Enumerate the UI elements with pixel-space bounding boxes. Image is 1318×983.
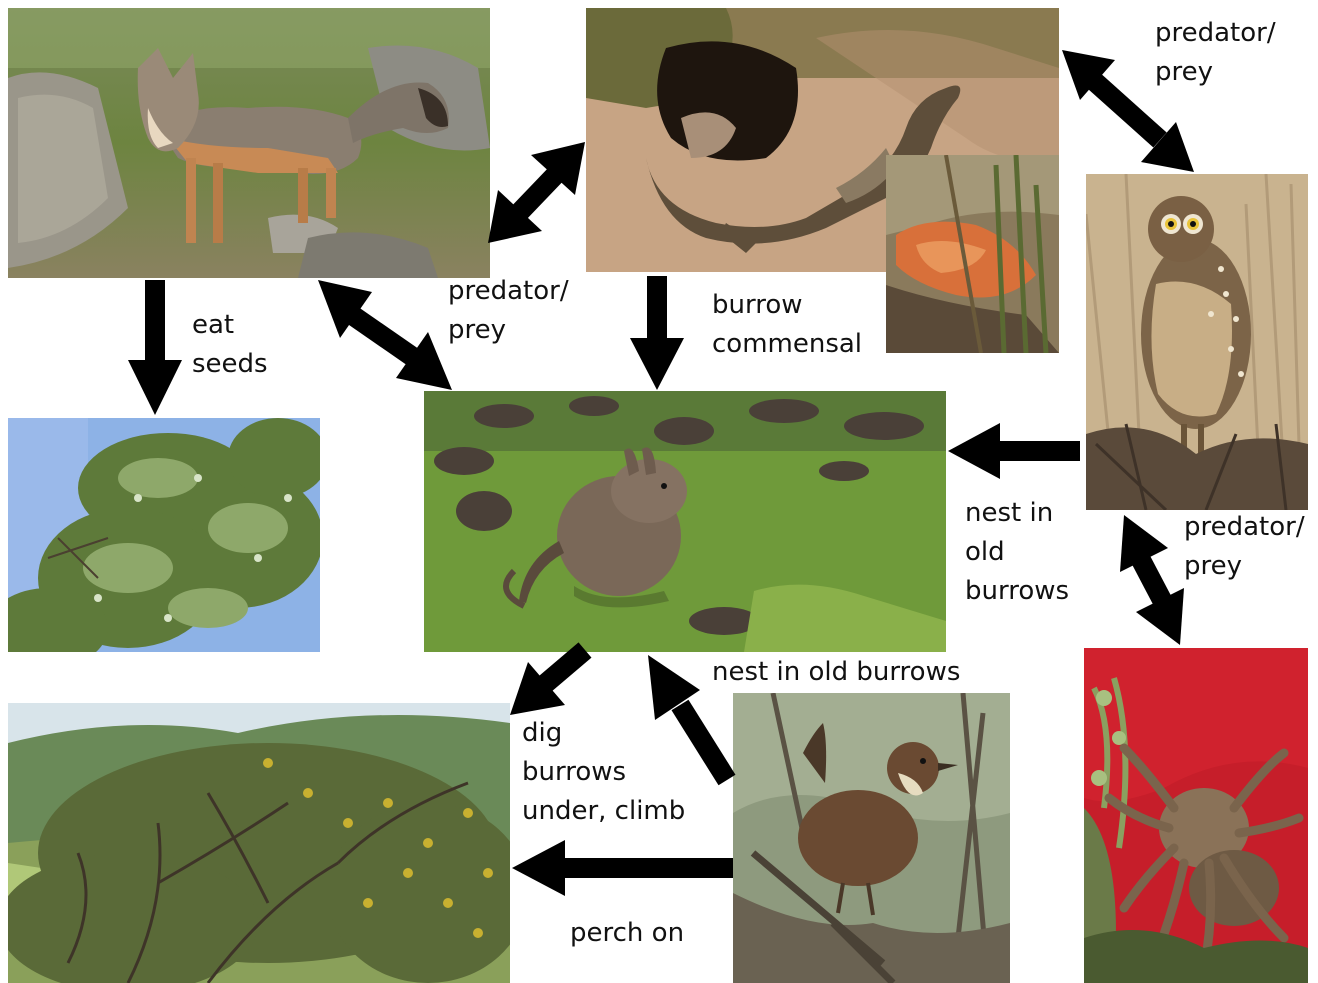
arrow-fox-degu bbox=[318, 280, 452, 390]
label-predator-prey-fox-degu: predator/ prey bbox=[448, 272, 569, 350]
shrub-photo bbox=[8, 418, 320, 652]
label-perch-on: perch on bbox=[570, 914, 684, 953]
arrow-fox-to-shrub bbox=[128, 280, 182, 415]
arrow-degu-to-tree bbox=[510, 650, 585, 715]
label-nest-in-old-burrows-bird: nest in old burrows bbox=[712, 653, 960, 692]
arrow-bird-to-tree bbox=[512, 840, 733, 896]
degu-photo bbox=[424, 391, 946, 652]
label-nest-in-old-burrows-owl: nest in old burrows bbox=[965, 494, 1069, 611]
arrow-owl-to-degu bbox=[948, 423, 1080, 479]
label-predator-prey-lizard-owl: predator/ prey bbox=[1155, 14, 1276, 92]
arrow-lizard-to-degu bbox=[630, 276, 684, 390]
tree-photo bbox=[8, 703, 510, 983]
bird-photo bbox=[733, 693, 1010, 983]
arrow-owl-tarantula bbox=[1120, 515, 1184, 645]
lizard-inset-photo bbox=[886, 155, 1059, 353]
label-eat-seeds: eat seeds bbox=[192, 306, 268, 384]
arrow-fox-lizard bbox=[488, 142, 585, 243]
owl-photo bbox=[1086, 174, 1308, 510]
fox-photo bbox=[8, 8, 490, 278]
label-predator-prey-owl-tarantula: predator/ prey bbox=[1184, 508, 1305, 586]
tarantula-photo bbox=[1084, 648, 1308, 983]
label-burrow-commensal: burrow commensal bbox=[712, 286, 862, 364]
label-dig-burrows: dig burrows under, climb bbox=[522, 714, 685, 831]
